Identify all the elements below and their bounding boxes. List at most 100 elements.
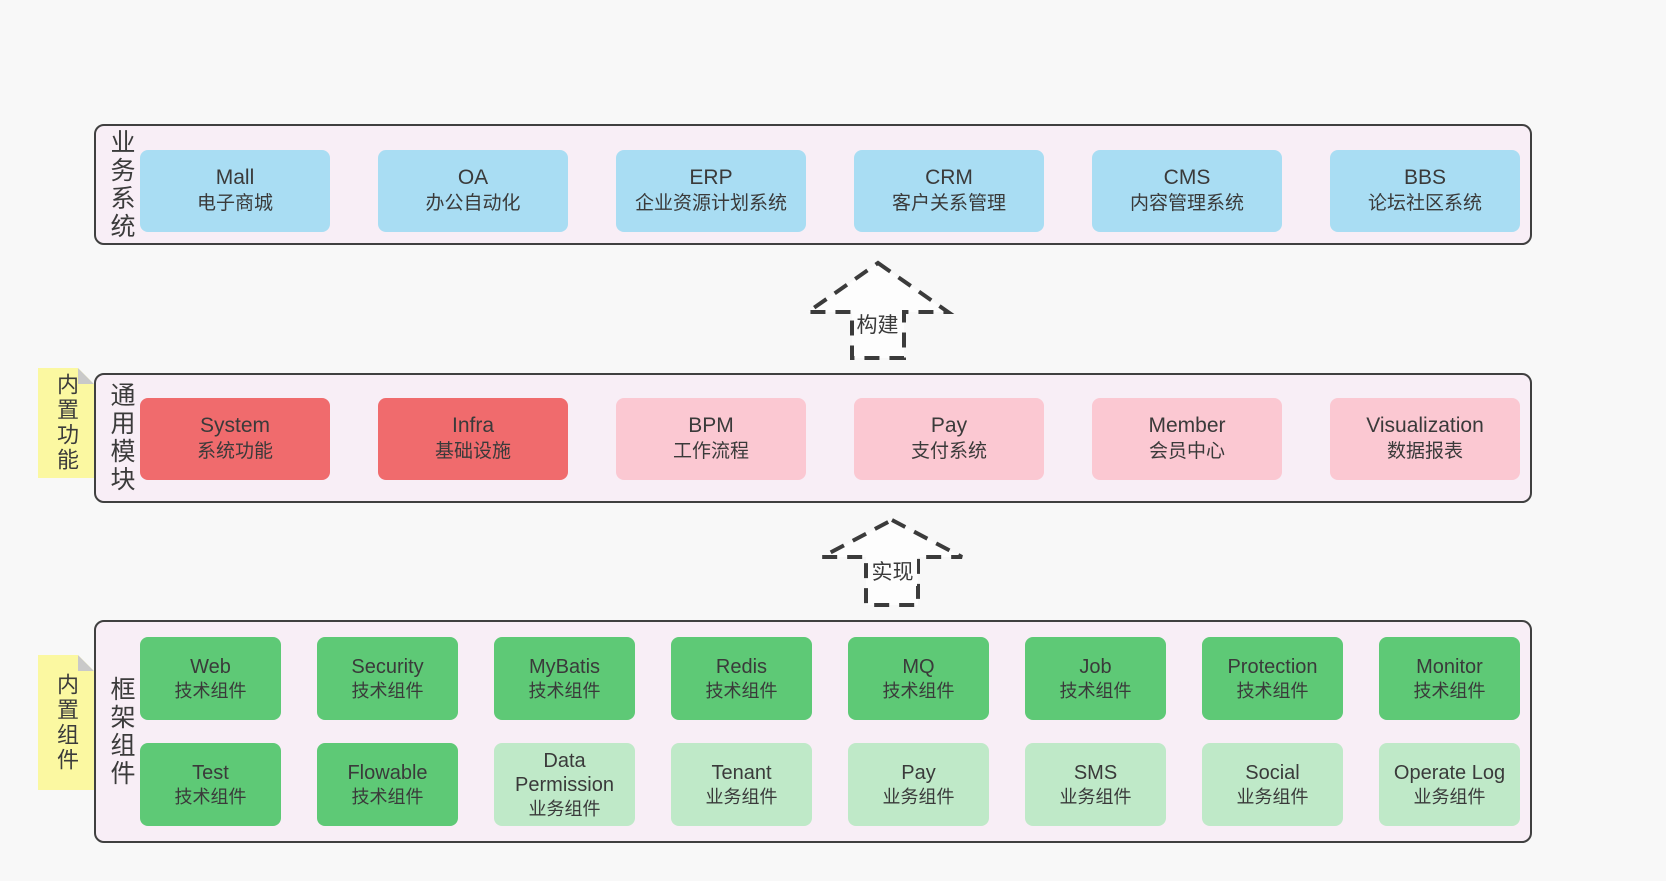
box-redis: Redis 技术组件 xyxy=(671,637,812,720)
box-tenant: Tenant 业务组件 xyxy=(671,743,812,826)
sticky-note-built-in-components: 内置组件 xyxy=(38,655,94,790)
box-member: Member 会员中心 xyxy=(1092,398,1282,480)
box-job: Job 技术组件 xyxy=(1025,637,1166,720)
box-subtitle: 数据报表 xyxy=(1386,441,1463,462)
fold-corner-icon xyxy=(78,368,94,384)
box-title: Pay xyxy=(901,761,936,784)
box-pay: Pay 支付系统 xyxy=(854,398,1044,480)
box-title: Test xyxy=(192,761,229,784)
box-title: Pay xyxy=(930,414,968,437)
box-title: Protection xyxy=(1227,655,1318,678)
box-title: MyBatis xyxy=(528,655,601,678)
box-protection: Protection 技术组件 xyxy=(1202,637,1343,720)
box-subtitle: 支付系统 xyxy=(910,441,987,462)
box-subtitle: 业务组件 xyxy=(1059,786,1132,807)
box-subtitle: 技术组件 xyxy=(1413,680,1486,701)
box-web: Web 技术组件 xyxy=(140,637,281,720)
box-subtitle: 技术组件 xyxy=(351,680,424,701)
box-title: System xyxy=(199,414,270,437)
box-title: Visualization xyxy=(1366,414,1484,437)
box-title: SMS xyxy=(1073,761,1118,784)
box-title: CRM xyxy=(925,166,973,189)
sticky-note-label: 内置组件 xyxy=(54,672,79,773)
box-subtitle: 内容管理系统 xyxy=(1129,193,1244,214)
box-subtitle: 技术组件 xyxy=(528,680,601,701)
arrow-build-label: 构建 xyxy=(853,309,902,339)
box-title: Security xyxy=(351,655,424,678)
box-title: Tenant xyxy=(711,761,772,784)
box-subtitle: 企业资源计划系统 xyxy=(634,193,787,214)
box-data-permission: Data Permission 业务组件 xyxy=(494,743,635,826)
box-title: OA xyxy=(457,166,489,189)
box-title: Member xyxy=(1148,414,1226,437)
arrow-implement: 实现 xyxy=(805,500,980,610)
layer-label-common-modules: 通用模块 xyxy=(107,382,135,494)
box-pay-business: Pay 业务组件 xyxy=(848,743,989,826)
box-subtitle: 技术组件 xyxy=(351,786,424,807)
box-title: Redis xyxy=(715,655,768,678)
box-mall: Mall 电子商城 xyxy=(140,150,330,232)
fold-corner-icon xyxy=(78,655,94,671)
box-title: Job xyxy=(1079,655,1112,678)
box-visualization: Visualization 数据报表 xyxy=(1330,398,1520,480)
box-bpm: BPM 工作流程 xyxy=(616,398,806,480)
box-subtitle: 会员中心 xyxy=(1148,441,1225,462)
box-bbs: BBS 论坛社区系统 xyxy=(1330,150,1520,232)
layer-business-systems: 业务系统 Mall 电子商城 OA 办公自动化 ERP 企业资源计划系统 CRM… xyxy=(94,124,1532,245)
box-subtitle: 业务组件 xyxy=(1236,786,1309,807)
arrow-implement-label: 实现 xyxy=(868,556,917,586)
box-title: BPM xyxy=(688,414,734,437)
layer-label-framework-components: 框架组件 xyxy=(107,675,135,788)
box-title: Flowable xyxy=(347,761,428,784)
box-subtitle: 技术组件 xyxy=(882,680,955,701)
box-subtitle: 技术组件 xyxy=(1236,680,1309,701)
box-subtitle: 业务组件 xyxy=(705,786,778,807)
box-title: ERP xyxy=(689,166,733,189)
box-sms: SMS 业务组件 xyxy=(1025,743,1166,826)
box-title: Monitor xyxy=(1416,655,1483,678)
box-mybatis: MyBatis 技术组件 xyxy=(494,637,635,720)
box-title: Infra xyxy=(451,414,495,437)
box-subtitle: 论坛社区系统 xyxy=(1367,193,1482,214)
box-subtitle: 电子商城 xyxy=(196,193,273,214)
sticky-note-label: 内置功能 xyxy=(54,373,79,473)
box-subtitle: 业务组件 xyxy=(882,786,955,807)
box-operate-log: Operate Log 业务组件 xyxy=(1379,743,1520,826)
box-system: System 系统功能 xyxy=(140,398,330,480)
box-subtitle: 工作流程 xyxy=(672,441,749,462)
dashed-up-arrow-icon xyxy=(821,517,963,607)
box-title: Mall xyxy=(215,166,255,189)
sticky-note-built-in-features: 内置功能 xyxy=(38,368,94,478)
box-crm: CRM 客户关系管理 xyxy=(854,150,1044,232)
box-subtitle: 业务组件 xyxy=(528,798,601,819)
box-title: BBS xyxy=(1403,166,1447,189)
box-title: Data Permission xyxy=(515,749,614,796)
box-subtitle: 业务组件 xyxy=(1413,786,1486,807)
box-flowable: Flowable 技术组件 xyxy=(317,743,458,826)
box-cms: CMS 内容管理系统 xyxy=(1092,150,1282,232)
box-title: MQ xyxy=(902,655,935,678)
box-infra: Infra 基础设施 xyxy=(378,398,568,480)
box-security: Security 技术组件 xyxy=(317,637,458,720)
box-subtitle: 技术组件 xyxy=(174,680,247,701)
box-subtitle: 办公自动化 xyxy=(425,193,521,214)
box-erp: ERP 企业资源计划系统 xyxy=(616,150,806,232)
box-title: Social xyxy=(1245,761,1300,784)
box-oa: OA 办公自动化 xyxy=(378,150,568,232)
box-mq: MQ 技术组件 xyxy=(848,637,989,720)
layer-framework-components: 框架组件 Web 技术组件 Security 技术组件 MyBatis 技术组件… xyxy=(94,620,1532,843)
box-subtitle: 技术组件 xyxy=(1059,680,1132,701)
box-subtitle: 技术组件 xyxy=(705,680,778,701)
box-subtitle: 系统功能 xyxy=(196,441,273,462)
box-subtitle: 客户关系管理 xyxy=(891,193,1006,214)
box-title: Web xyxy=(190,655,231,678)
layer-label-business-systems: 业务系统 xyxy=(107,128,135,241)
arrow-build: 构建 xyxy=(790,255,965,365)
box-subtitle: 技术组件 xyxy=(174,786,247,807)
box-test: Test 技术组件 xyxy=(140,743,281,826)
box-title: CMS xyxy=(1163,166,1211,189)
box-subtitle: 基础设施 xyxy=(434,441,511,462)
box-monitor: Monitor 技术组件 xyxy=(1379,637,1520,720)
layer-common-modules: 通用模块 System 系统功能 Infra 基础设施 BPM 工作流程 Pay… xyxy=(94,373,1532,503)
